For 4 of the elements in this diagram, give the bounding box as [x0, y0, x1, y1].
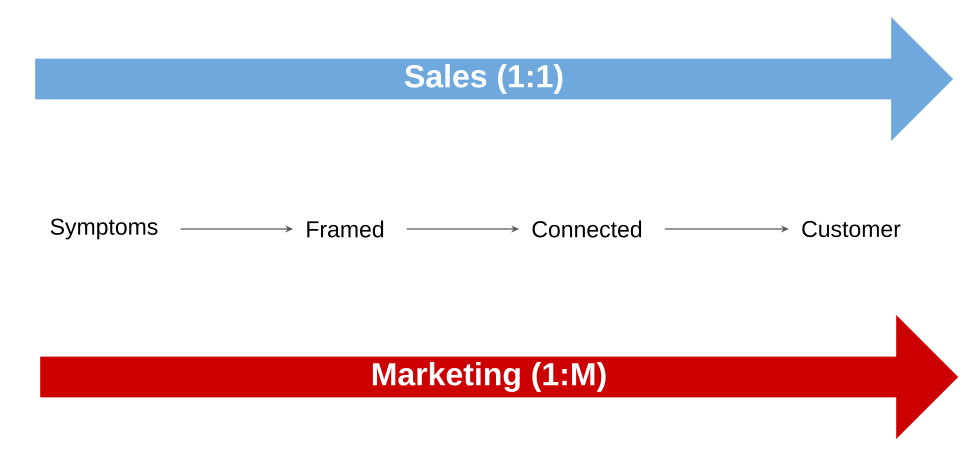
stage-label: Connected [532, 220, 642, 238]
stage-label: Customer [802, 220, 900, 238]
stage-label: Framed [307, 220, 384, 238]
stage-label: Symptoms [50, 218, 158, 240]
